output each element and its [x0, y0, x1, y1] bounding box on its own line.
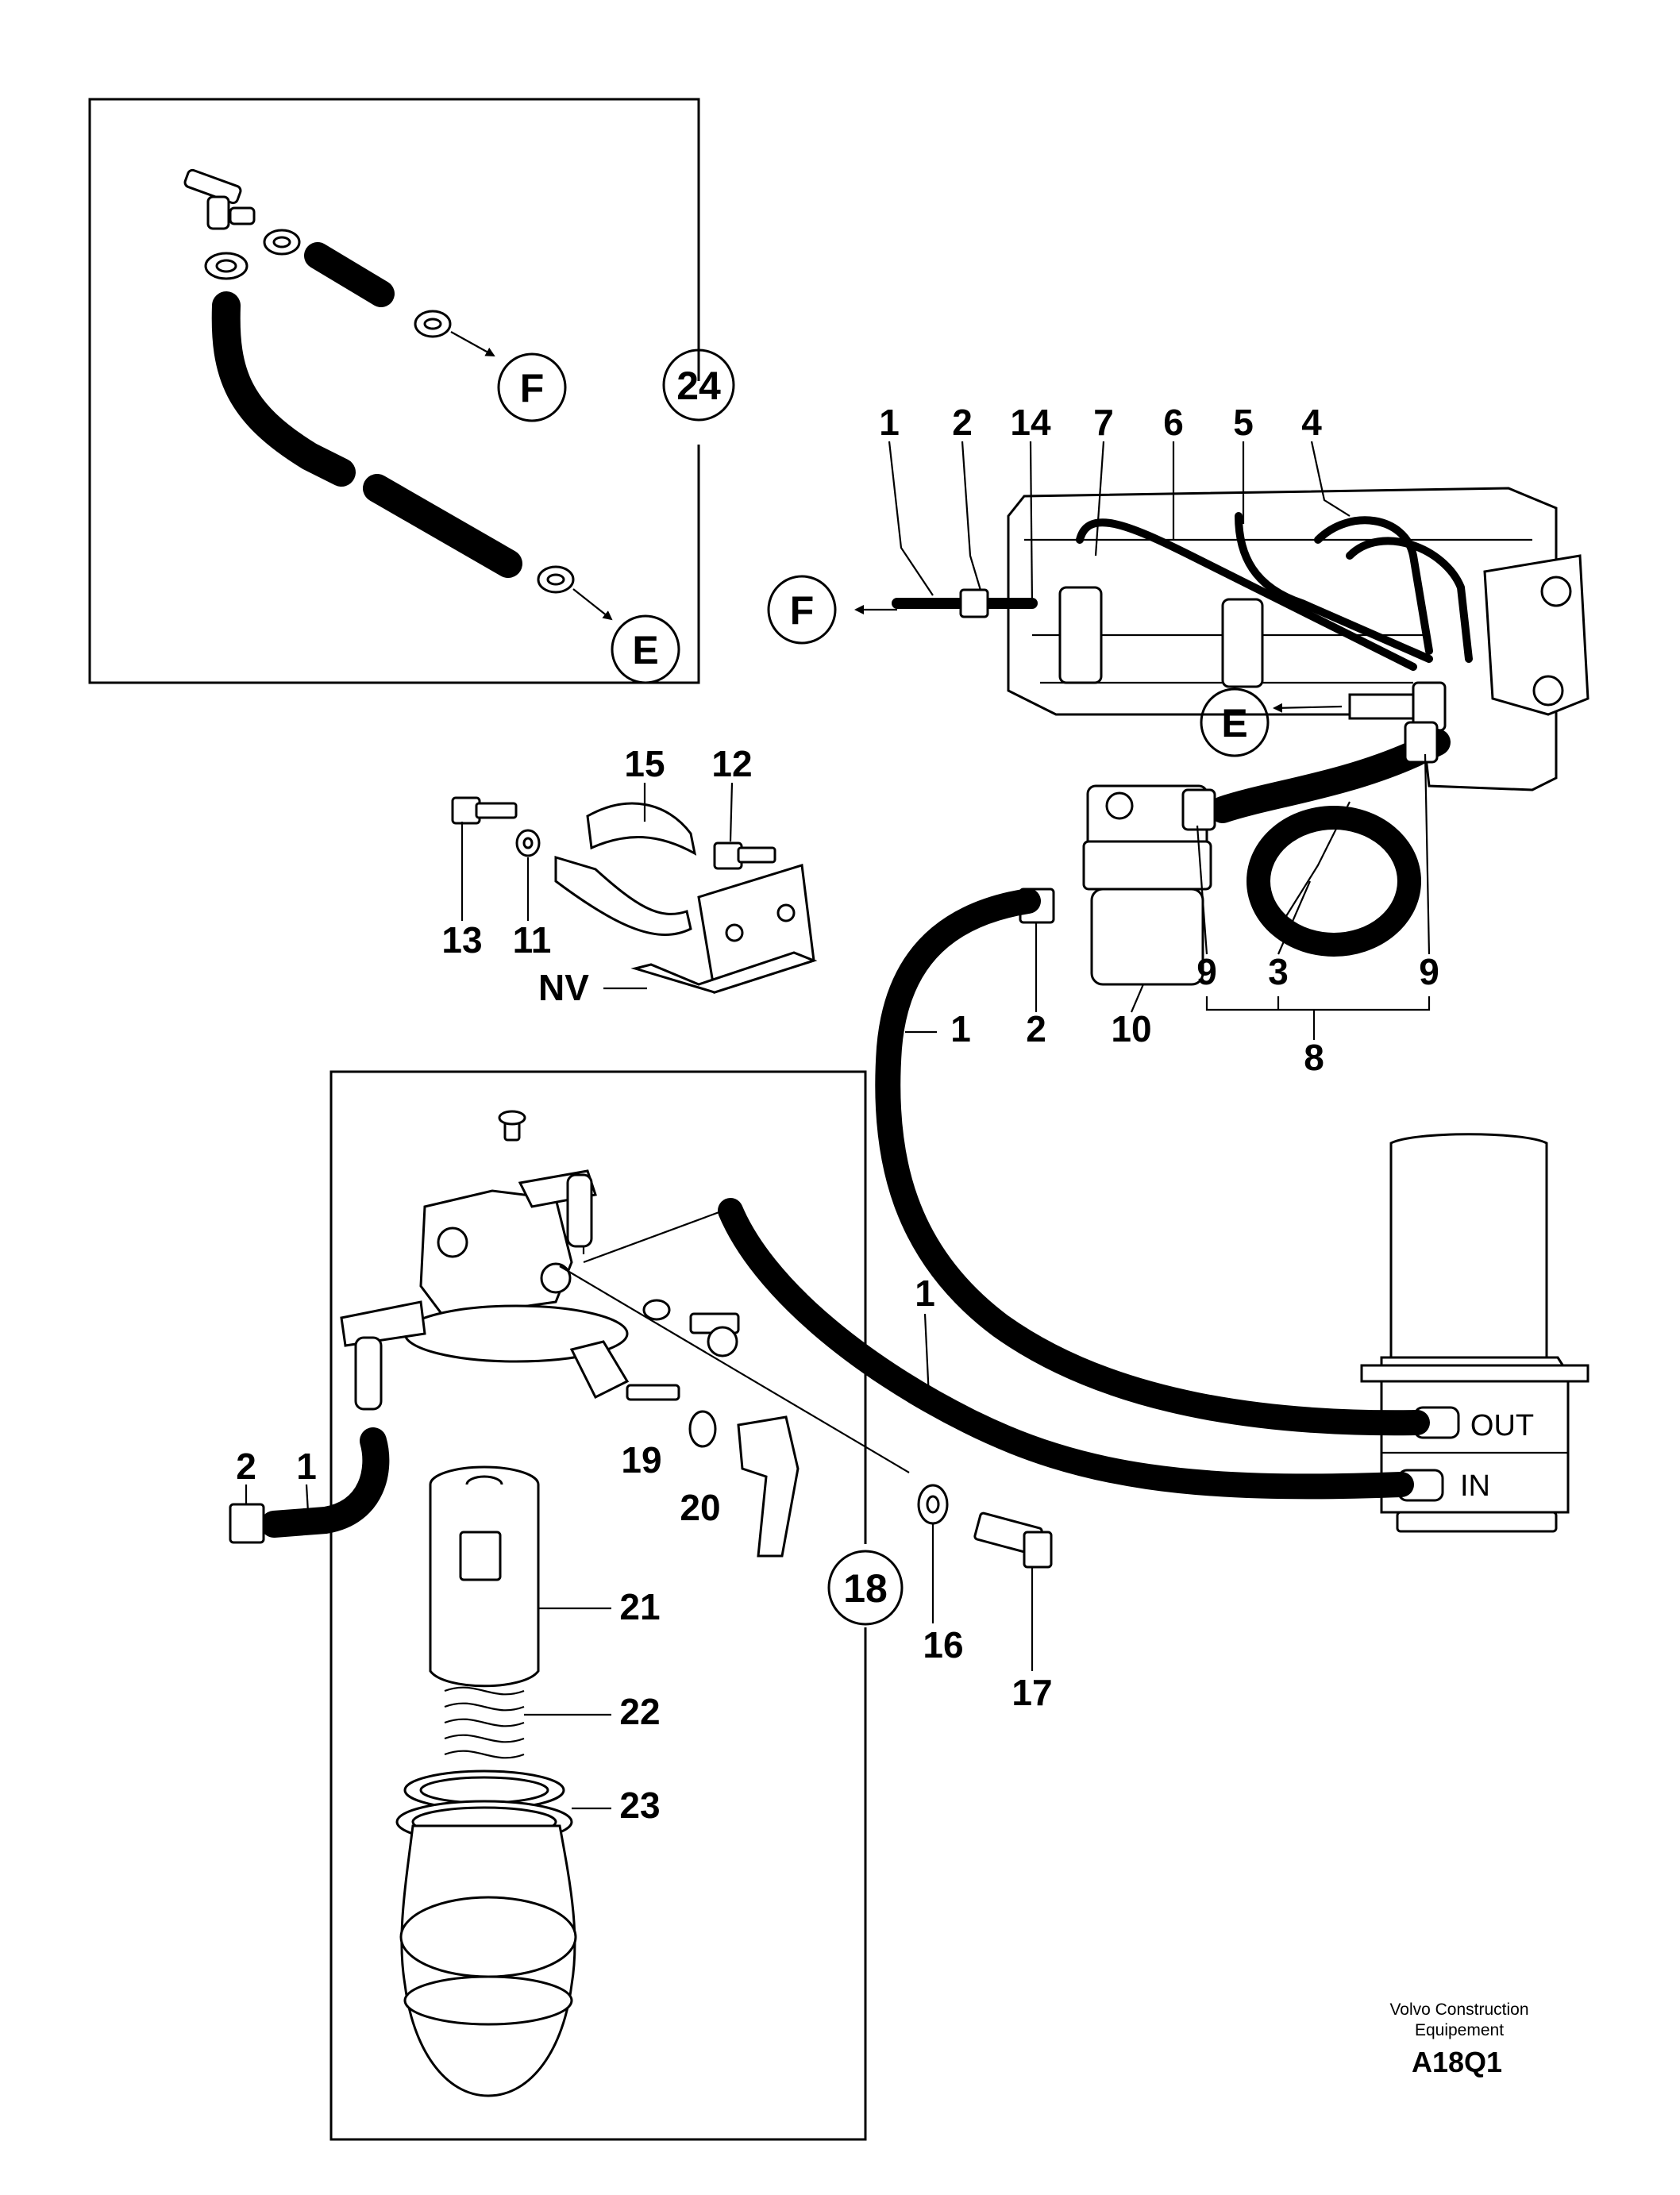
svg-text:OUT: OUT [1470, 1409, 1534, 1442]
svg-text:14: 14 [1010, 402, 1051, 443]
svg-text:6: 6 [1163, 402, 1184, 443]
svg-text:2: 2 [236, 1446, 256, 1487]
svg-text:12: 12 [711, 743, 752, 784]
credit-block: Volvo Construction Equipement A18Q1 [1389, 2001, 1528, 2078]
port-labels: OUT IN [1460, 1409, 1534, 1503]
svg-text:19: 19 [621, 1439, 661, 1481]
inset-24-parts [183, 168, 613, 621]
callouts-bracket: 15 12 13 11 NV [441, 743, 752, 1008]
main-fuel-hoses: 1 [229, 888, 1430, 1544]
svg-text:7: 7 [1093, 402, 1114, 443]
svg-text:3: 3 [1268, 951, 1289, 992]
svg-text:1: 1 [296, 1446, 317, 1487]
inset-24-frame [88, 98, 700, 684]
svg-text:9: 9 [1419, 951, 1439, 992]
injection-pump-assembly [1007, 487, 1589, 791]
svg-text:4: 4 [1301, 402, 1322, 443]
svg-text:2: 2 [952, 402, 973, 443]
svg-text:F: F [520, 366, 545, 410]
svg-text:Equipement: Equipement [1415, 2021, 1504, 2039]
svg-text:NV: NV [538, 967, 589, 1008]
svg-text:17: 17 [1011, 1672, 1052, 1713]
svg-text:18: 18 [843, 1566, 888, 1611]
svg-text:21: 21 [619, 1586, 660, 1627]
circle-e-main: E [1200, 687, 1343, 757]
svg-text:F: F [790, 588, 815, 633]
svg-text:A18Q1: A18Q1 [1412, 2046, 1502, 2078]
svg-text:16: 16 [923, 1624, 963, 1666]
svg-text:E: E [1221, 701, 1247, 745]
svg-text:20: 20 [680, 1487, 720, 1528]
svg-text:23: 23 [619, 1785, 660, 1826]
svg-text:1: 1 [879, 402, 900, 443]
svg-text:9: 9 [1196, 951, 1217, 992]
feed-pump [1360, 1133, 1589, 1533]
svg-text:22: 22 [619, 1691, 660, 1732]
inset-18-frame [329, 1070, 867, 2141]
circle-24: 24 [662, 349, 735, 422]
svg-text:24: 24 [676, 364, 721, 408]
svg-text:11: 11 [513, 919, 552, 961]
svg-text:13: 13 [441, 919, 482, 961]
bracket-assembly [451, 796, 818, 994]
filter-head-parts [340, 1110, 1053, 1569]
circle-e-inset: E [611, 614, 680, 684]
svg-text:IN: IN [1460, 1469, 1490, 1503]
pipe-to-f [854, 588, 1038, 618]
svg-text:5: 5 [1233, 402, 1254, 443]
svg-text:15: 15 [624, 743, 665, 784]
svg-text:1: 1 [915, 1273, 935, 1314]
svg-text:1: 1 [950, 1008, 971, 1049]
callouts-mid-right: 9 3 9 1 2 10 8 [905, 753, 1439, 1078]
circle-f-main: F [767, 575, 837, 645]
svg-text:E: E [632, 628, 658, 672]
circle-18: 18 [827, 1550, 904, 1626]
svg-text:Volvo Construction: Volvo Construction [1389, 2001, 1528, 2019]
filter-element-parts [395, 1465, 577, 2097]
callouts-top: 1 2 14 7 6 5 4 [879, 402, 1351, 604]
svg-text:10: 10 [1111, 1008, 1151, 1049]
svg-text:2: 2 [1026, 1008, 1046, 1049]
circle-f-inset: F [497, 352, 567, 422]
overflow-assembly [1019, 721, 1451, 986]
svg-text:8: 8 [1304, 1037, 1324, 1078]
callouts-filter: 2 1 19 20 21 22 23 16 17 [236, 1439, 1052, 1826]
